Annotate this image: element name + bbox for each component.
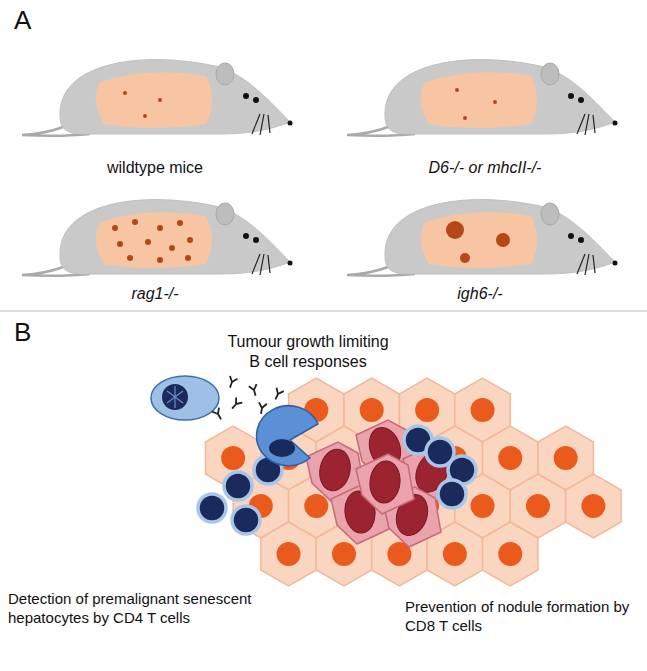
mouse bbox=[347, 200, 618, 276]
genotype-label: wildtype mice bbox=[70, 158, 240, 178]
liver-tissue bbox=[205, 378, 621, 586]
b-cell-response bbox=[151, 376, 318, 466]
liver bbox=[96, 72, 212, 128]
panel-letter: B bbox=[14, 316, 54, 349]
annotation: Tumour growth limiting B cell responses bbox=[222, 332, 394, 372]
genotype-label: D6-/- or mhcII-/- bbox=[385, 158, 585, 178]
liver bbox=[421, 72, 537, 128]
annotation: Detection of premalignant senescent hepa… bbox=[8, 590, 266, 628]
panel-divider bbox=[0, 311, 647, 312]
t-cells bbox=[198, 426, 476, 534]
genotype-label: igh6-/- bbox=[395, 284, 565, 304]
liver bbox=[96, 212, 212, 268]
annotation: Prevention of nodule formation by CD8 T … bbox=[405, 598, 641, 636]
mouse bbox=[347, 60, 618, 136]
senescent-hepatocytes bbox=[306, 420, 461, 547]
liver bbox=[421, 212, 537, 268]
mouse bbox=[22, 200, 293, 276]
genotype-label: rag1-/- bbox=[70, 284, 240, 304]
panel-letter: A bbox=[14, 4, 54, 37]
mouse bbox=[22, 60, 293, 136]
